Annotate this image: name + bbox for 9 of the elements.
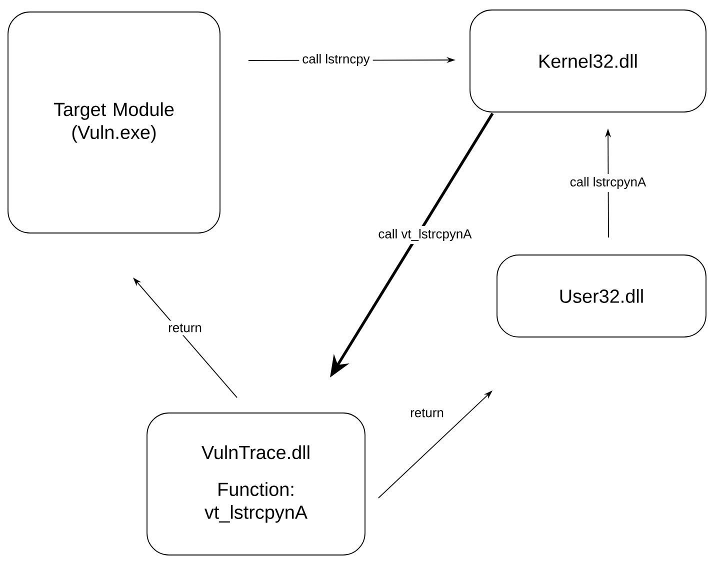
module-box: Target Module (Vuln.exe) xyxy=(8,12,220,234)
edge-label: call lstrncpy xyxy=(299,50,373,70)
module-box: User32.dll xyxy=(496,254,706,338)
module-box: VulnTrace.dll Function: vt_lstrcpynA xyxy=(146,412,366,556)
edge-label: return xyxy=(407,406,447,420)
edge-label: call vt_lstrcpynA xyxy=(375,226,475,244)
edge-label: return xyxy=(165,320,205,336)
edge-label: call lstrcpynA xyxy=(566,174,650,192)
module-box: Kernel32.dll xyxy=(470,10,706,112)
